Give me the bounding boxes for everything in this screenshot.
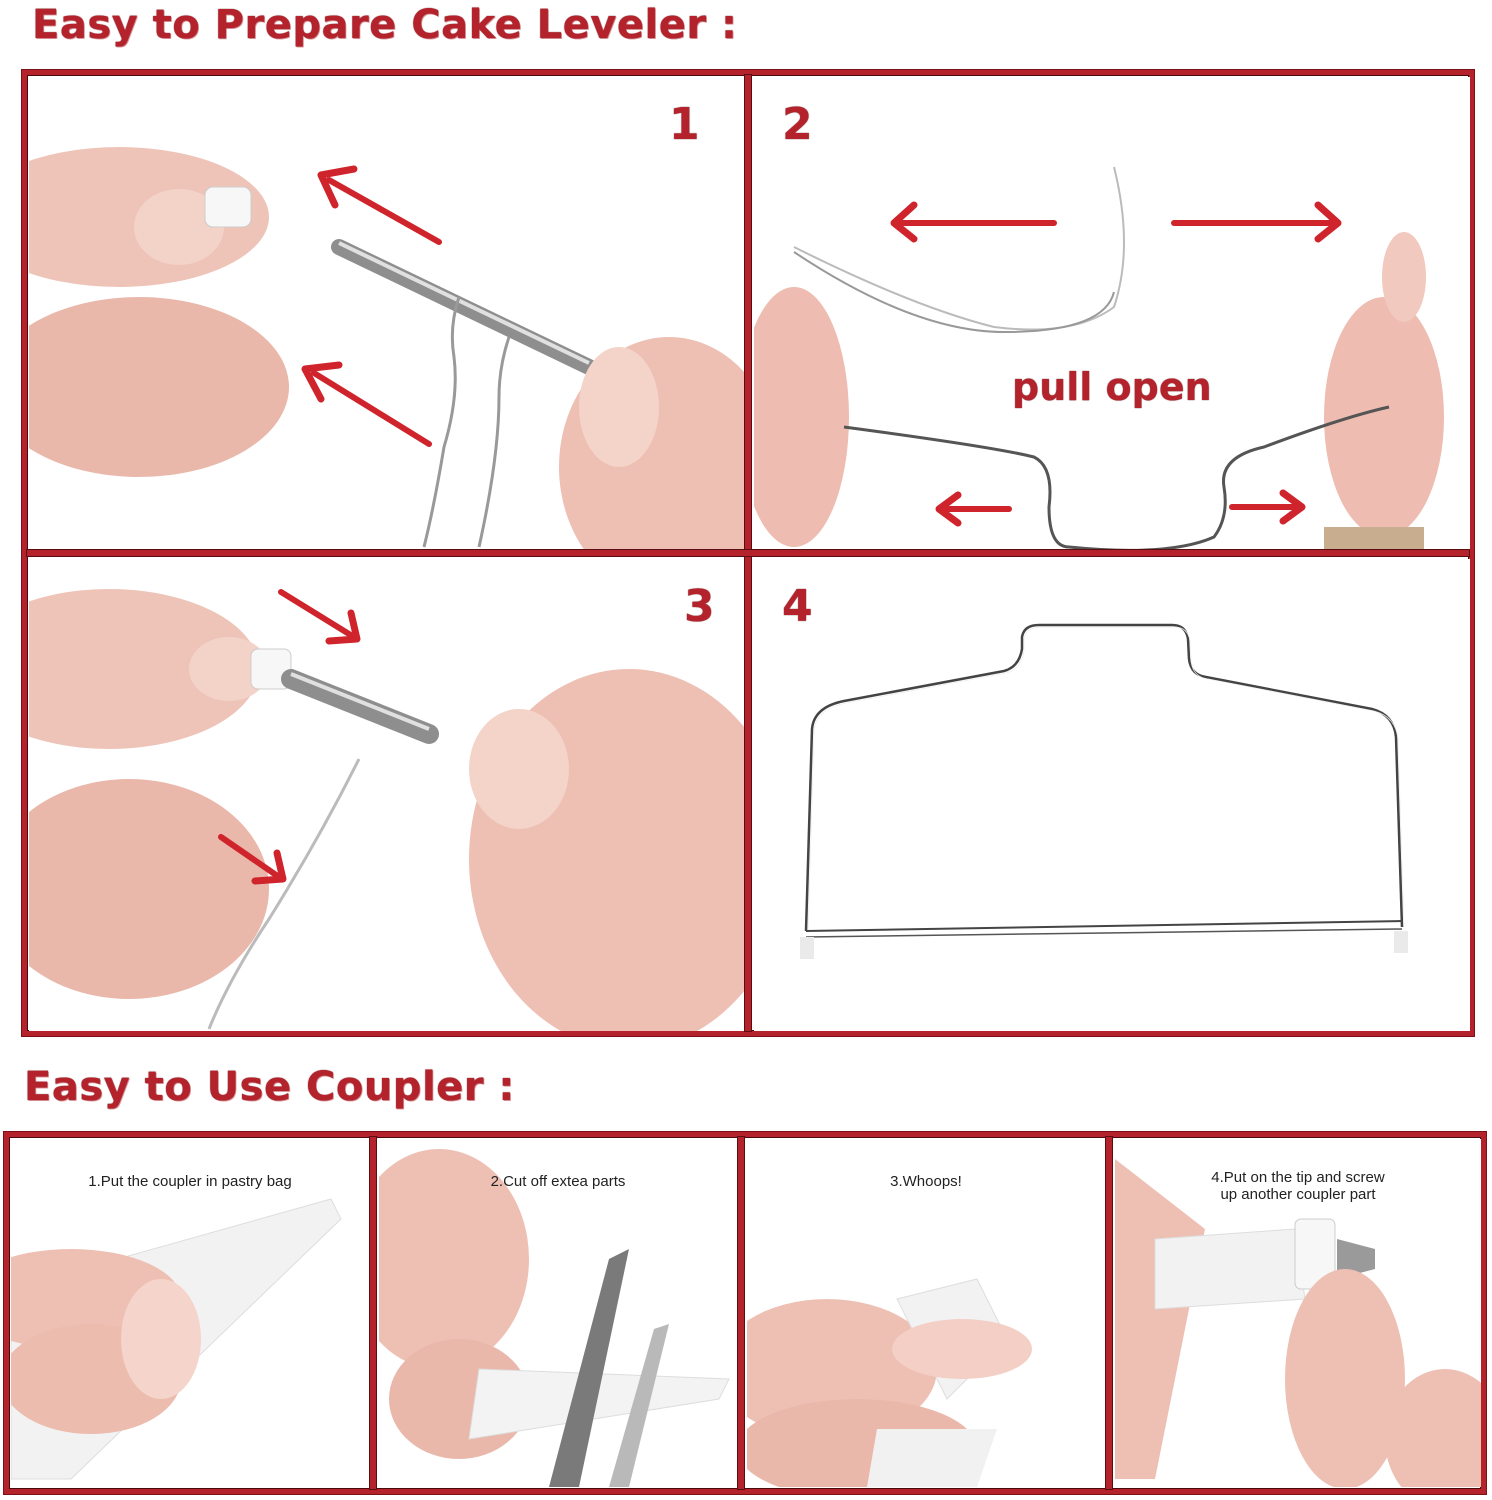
coupler-steps-grid: 1.Put the coupler in pastry bag 2.Cut of… (4, 1132, 1486, 1494)
hand-holding-coupler-illustration (747, 1278, 1032, 1487)
arrow-left-icon (890, 201, 1057, 243)
leveler-steps-grid: 1 2 pull open (22, 70, 1474, 1036)
coupler-step-1-caption: 1.Put the coupler in pastry bag (88, 1173, 292, 1190)
pull-open-label: pull open (1012, 365, 1212, 409)
vertical-divider (738, 1137, 744, 1489)
leveler-step-3-panel: 3 (29, 559, 744, 1031)
arrow-right-icon (1229, 489, 1306, 525)
arrow-up-left-icon (301, 361, 432, 447)
step-number-1: 1 (669, 99, 700, 150)
arrow-down-right-icon (278, 589, 361, 645)
hand-attaching-piping-tip-illustration (1115, 1159, 1481, 1487)
leveler-step-4-panel: 4 (754, 559, 1470, 1031)
arrow-left-icon (935, 491, 1012, 527)
step-number-4: 4 (782, 581, 813, 632)
coupler-section-heading: Easy to Use Coupler : (24, 1064, 515, 1110)
coupler-step-4-caption-line-2: up another coupler part (1220, 1186, 1376, 1203)
coupler-step-2-caption: 2.Cut off extea parts (490, 1173, 626, 1190)
horizontal-divider (27, 550, 1469, 556)
coupler-step-1-panel: 1.Put the coupler in pastry bag (11, 1139, 369, 1487)
vertical-divider (370, 1137, 376, 1489)
arrow-right-icon (1171, 201, 1342, 243)
leveler-step-1-panel: 1 (29, 77, 744, 549)
hands-rod-cap-illustration (29, 147, 744, 549)
pastry-bag-in-hand-illustration (11, 1198, 342, 1480)
arrow-down-right-icon (218, 834, 287, 885)
step-number-3: 3 (684, 581, 715, 632)
scissors-cutting-bag-illustration (379, 1149, 730, 1487)
cake-leveler-frame-illustration (800, 623, 1408, 959)
arrow-up-left-icon (317, 165, 442, 245)
leveler-step-2-panel: 2 pull open (754, 77, 1470, 549)
coupler-step-3-caption: 3.Whoops! (890, 1173, 962, 1190)
hands-pulling-wire-illustration (754, 166, 1444, 549)
hands-attaching-clip-illustration (29, 589, 744, 1031)
coupler-step-3-panel: 3.Whoops! (747, 1139, 1105, 1487)
coupler-step-4-caption-line-1: 4.Put on the tip and screw (1211, 1169, 1385, 1186)
coupler-step-2-panel: 2.Cut off extea parts (379, 1139, 737, 1487)
vertical-divider (1106, 1137, 1112, 1489)
coupler-step-4-panel: 4.Put on the tip and screw up another co… (1115, 1139, 1481, 1487)
step-number-2: 2 (782, 99, 813, 150)
leveler-section-heading: Easy to Prepare Cake Leveler : (32, 2, 738, 48)
